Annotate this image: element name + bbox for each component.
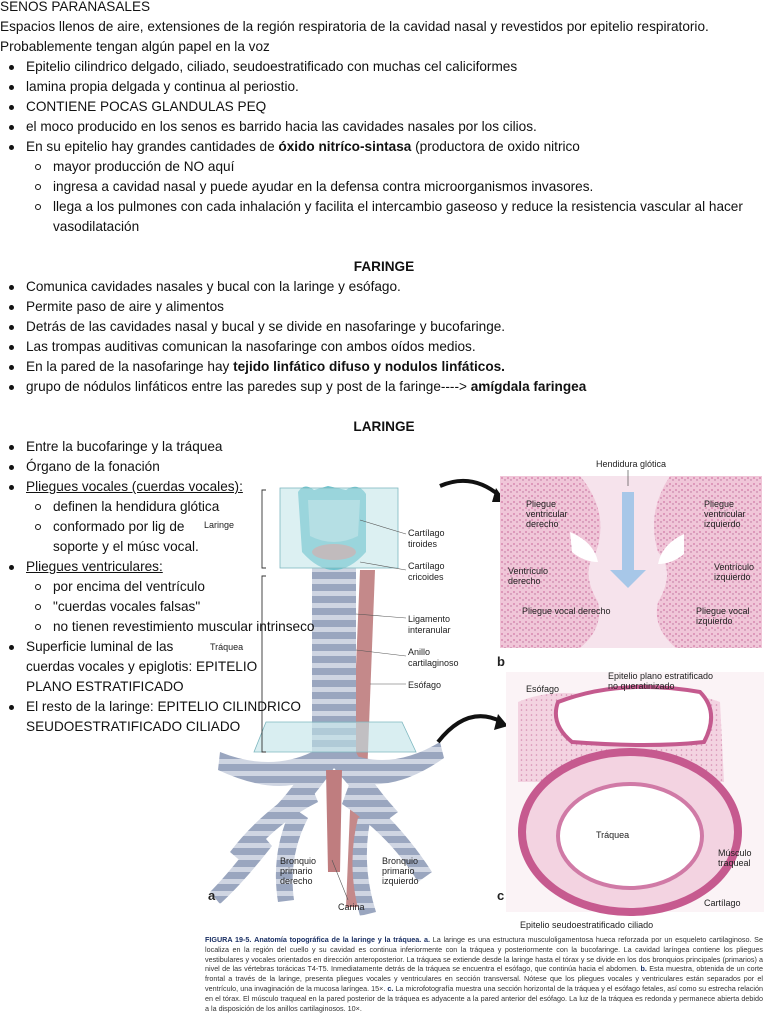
laringe-item-3-sub-3: soporte y el músc vocal. xyxy=(53,539,199,554)
label-pliegue-vent-der-2: ventricular xyxy=(526,509,568,519)
senos-subitem-2: ingresa a cavidad nasal y puede ayudar e… xyxy=(0,177,768,197)
label-bronquio-izq-2: primario xyxy=(382,866,415,876)
label-epitelio-plano-2: no queratinizado xyxy=(608,681,675,691)
glottic-arrow xyxy=(610,492,646,588)
label-traquea: Tráquea xyxy=(210,642,243,652)
senos-title: SENOS PARANASALES xyxy=(0,0,151,14)
faringe-item-5: En la pared de la nasofaringe hay tejido… xyxy=(0,357,768,377)
label-esofago-c: Esófago xyxy=(526,684,559,694)
laringe-item-3-sub-1: definen la hendidura glótica xyxy=(0,497,768,517)
laringe-list: Entre la bucofaringe y la tráquea Órgano… xyxy=(0,437,768,737)
label-cartilago-cricoides-1: Cartílago xyxy=(408,561,445,571)
larynx-section-plane xyxy=(279,487,399,569)
laringe-item-6: El resto de la laringe: EPITELIO CILINDR… xyxy=(0,697,768,737)
laringe-item-4-sub-2: "cuerdas vocales falsas" xyxy=(0,597,768,617)
caption-text3: La microfotografía muestra una sección h… xyxy=(205,983,763,1013)
larynx-trachea-figure: Laringe Tráquea Cartílago tiroides Cartí… xyxy=(204,459,764,930)
bronchus-left-branch xyxy=(218,752,312,786)
label-hendidura: Hendidura glótica xyxy=(596,459,666,469)
label-traquea-c: Tráquea xyxy=(596,830,629,840)
caption-bold: Anatomía topográfica de la laringe y la … xyxy=(254,935,422,944)
laringe-item-1: Entre la bucofaringe y la tráquea xyxy=(0,437,768,457)
senos-item-2: lamina propia delgada y continua al peri… xyxy=(0,77,768,97)
arrow-to-b xyxy=(439,478,502,498)
label-cartilago-tiroides-1: Cartílago xyxy=(408,528,445,538)
faringe-item-1: Comunica cavidades nasales y bucal con l… xyxy=(0,277,768,297)
caption-title: FIGURA 19-5. xyxy=(205,935,252,944)
caption-text2: Esta muestra, obtenida de un corte front… xyxy=(205,964,764,993)
laringe-item-4-sub-1: por encima del ventrículo xyxy=(0,577,768,597)
laringe-item-3-sub-2: conformado por lig de xyxy=(0,517,768,537)
panel-letter-c: c xyxy=(497,888,504,903)
panel-c-histology: Epitelio plano estratificado no queratin… xyxy=(497,671,764,930)
figure-caption: FIGURA 19-5. Anatomía topográfica de la … xyxy=(205,935,763,1013)
laringe-item-3: Pliegues vocales (cuerdas vocales): xyxy=(0,477,768,497)
text-body: SENOS PARANASALES Espacios llenos de air… xyxy=(0,0,768,737)
faringe-item-4: Las trompas auditivas comunican la nasof… xyxy=(0,337,768,357)
caption-a: a. xyxy=(423,935,430,944)
senos-item-1: Epitelio cilindrico delgado, ciliado, se… xyxy=(0,57,768,77)
laringe-item-2: Órgano de la fonación xyxy=(0,457,768,477)
faringe-item-3: Detrás de las cavidades nasal y bucal y … xyxy=(0,317,768,337)
label-pliegue-vent-izq-3: izquierdo xyxy=(704,519,741,529)
trachea-section-plane xyxy=(253,721,417,753)
arrow-to-c xyxy=(436,714,503,744)
laringe-title: LARINGE xyxy=(353,419,415,434)
senos-intro: Espacios llenos de aire, extensiones de … xyxy=(0,19,709,54)
caption-b: b. xyxy=(640,964,647,974)
label-pliegue-vent-der-1: Pliegue xyxy=(526,499,556,509)
label-ligamento-2: interanular xyxy=(408,625,451,635)
faringe-list: Comunica cavidades nasales y bucal con l… xyxy=(0,277,768,397)
label-bronquio-izq-3: izquierdo xyxy=(382,876,419,886)
panel-b-histology: Hendidura glótica Pliegue ventricular de… xyxy=(497,459,762,669)
esophagus-section xyxy=(553,684,713,747)
faringe-title: FARINGE xyxy=(353,259,415,274)
label-esofago: Esófago xyxy=(408,680,441,690)
caption-c: c. xyxy=(387,983,394,993)
laringe-item-4-sub-3: no tienen revestimiento muscular intrins… xyxy=(0,617,768,637)
label-epitelio-seudo: Epitelio seudoestratificado ciliado xyxy=(520,920,653,930)
label-bronquio-der-1: Bronquio xyxy=(280,856,316,866)
caption-text: La laringe es una estructura musculoliga… xyxy=(205,935,763,974)
label-pliegue-vocal-izq-1: Pliegue vocal xyxy=(696,606,750,616)
label-anillo-1: Anillo xyxy=(408,647,430,657)
senos-item-5: En su epitelio hay grandes cantidades de… xyxy=(0,137,768,157)
label-ventriculo-der-2: derecho xyxy=(508,576,541,586)
senos-subitem-1: mayor producción de NO aquí xyxy=(0,157,768,177)
label-cartilago-cricoides-2: cricoides xyxy=(408,572,444,582)
label-pliegue-vent-der-3: derecho xyxy=(526,519,559,529)
label-cartilago-c: Cartílago xyxy=(704,898,741,908)
label-bronquio-izq-1: Bronquio xyxy=(382,856,418,866)
label-pliegue-vocal-der: Pliegue vocal derecho xyxy=(522,606,611,616)
label-carina: Carina xyxy=(338,902,365,912)
faringe-item-6: grupo de nódulos linfáticos entre las pa… xyxy=(0,377,768,397)
label-pliegue-vent-izq-2: ventricular xyxy=(704,509,746,519)
senos-subitem-3: llega a los pulmones con cada inhalación… xyxy=(0,197,768,237)
label-ligamento-1: Ligamento xyxy=(408,614,450,624)
label-ventriculo-der-1: Ventrículo xyxy=(508,566,548,576)
laringe-item-4: Pliegues ventriculares: xyxy=(0,557,768,577)
label-anillo-2: cartilaginoso xyxy=(408,658,459,668)
panel-letter-a: a xyxy=(208,888,216,903)
label-cartilago-tiroides-2: tiroides xyxy=(408,539,438,549)
label-epitelio-plano-1: Epitelio plano estratificado xyxy=(608,671,713,681)
senos-list: Epitelio cilindrico delgado, ciliado, se… xyxy=(0,57,768,237)
label-ventriculo-izq-2: izquierdo xyxy=(714,572,751,582)
label-pliegue-vent-izq-1: Pliegue xyxy=(704,499,734,509)
label-ventriculo-izq-1: Ventrículo xyxy=(714,562,754,572)
label-laringe: Laringe xyxy=(204,520,234,530)
panel-a-anatomy: Laringe Tráquea Cartílago tiroides Cartí… xyxy=(204,486,459,916)
label-bronquio-der-2: primario xyxy=(280,866,313,876)
senos-item-3: CONTIENE POCAS GLANDULAS PEQ xyxy=(0,97,768,117)
label-bronquio-der-3: derecho xyxy=(280,876,313,886)
label-musculo-2: traqueal xyxy=(718,858,751,868)
faringe-item-2: Permite paso de aire y alimentos xyxy=(0,297,768,317)
label-pliegue-vocal-izq-2: izquierdo xyxy=(696,616,733,626)
label-musculo-1: Músculo xyxy=(718,848,752,858)
panel-letter-b: b xyxy=(497,654,505,669)
senos-item-4: el moco producido en los senos es barrid… xyxy=(0,117,768,137)
